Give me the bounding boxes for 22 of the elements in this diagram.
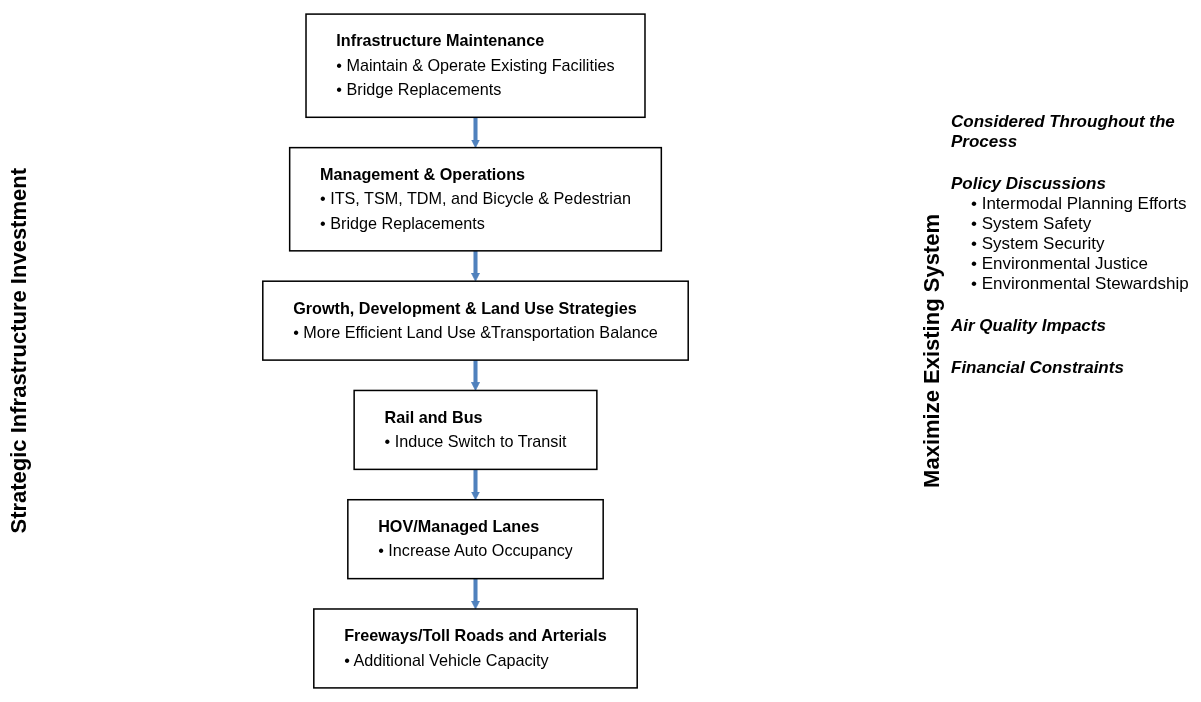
arrow [471,250,480,282]
section-heading: Considered Throughout the Process [951,112,1176,152]
bullet-item: • System Security [971,234,1106,254]
side-title: Maximize Existing System [919,214,945,488]
side-title: Strategic Infrastructure Investment [6,168,32,534]
bullet-item: • System Safety [971,214,1093,234]
arrow [471,469,480,501]
node-box: HOV/Managed Lanes • Increase Auto Occupancy [347,498,604,580]
arrow [471,117,480,149]
section-heading: Air Quality Impacts [951,316,1107,336]
node-box: Freeways/Toll Roads and Arterials • Additional Vehicle Capacity [313,608,638,689]
arrow [471,360,480,391]
section-heading: Policy Discussions [951,174,1107,194]
bullet-item: • Environmental Justice [971,254,1149,274]
arrow [471,578,480,610]
node-box: Growth, Development & Land Use Strategies • More Efficient Land Use &Transportation Balance [262,280,689,361]
bullet-item: • Environmental Stewardship [971,274,1190,294]
bullet-item: • Intermodal Planning Efforts [971,194,1188,214]
section-heading: Financial Constraints [951,358,1125,378]
node-box: Rail and Bus • Induce Switch to Transit [353,389,598,471]
node-box: Management & Operations • ITS, TSM, TDM, and Bicycle & Pedestrian • Bridge Replacements [288,146,663,252]
node-box: Infrastructure Maintenance • Maintain & Operate Existing Facilities • Bridge Replacements [305,13,646,119]
